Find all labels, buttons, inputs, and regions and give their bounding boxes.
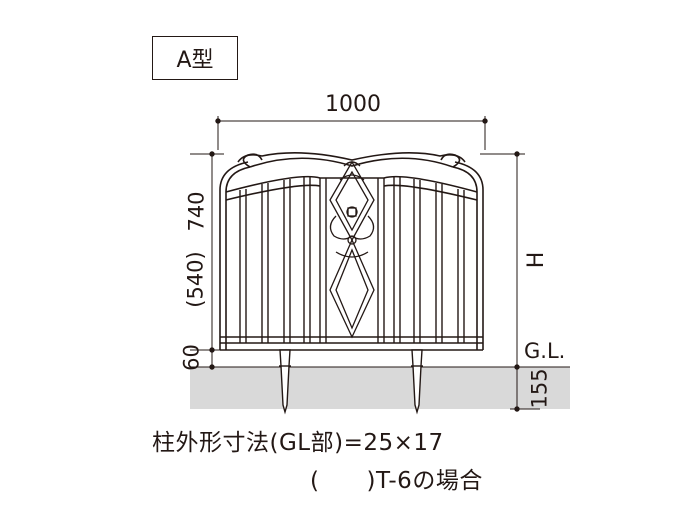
left-height-dimension (190, 151, 224, 370)
ground-band (190, 367, 570, 409)
embed-depth-label: 155 (527, 368, 552, 409)
height-total-label: 740 (184, 191, 209, 232)
note-t6-case: ( )T-6の場合 (310, 468, 483, 494)
base-clearance-label: 60 (179, 344, 204, 371)
type-label-box: A型 (152, 36, 238, 80)
fence-frame (219, 152, 484, 351)
ground-level-label: G.L. (524, 339, 566, 363)
width-dimension-label: 1000 (325, 92, 381, 117)
height-alt-label: (540) (183, 251, 208, 308)
note-post-size: 柱外形寸法(GL部)=25×17 (152, 430, 444, 456)
type-label: A型 (176, 48, 214, 73)
height-symbol-label: H (524, 251, 549, 269)
anchor-stakes (279, 349, 423, 415)
width-dimension (215, 116, 488, 150)
right-height-dimension (480, 151, 540, 412)
fence-bars (239, 177, 465, 343)
center-ornament (329, 160, 375, 339)
